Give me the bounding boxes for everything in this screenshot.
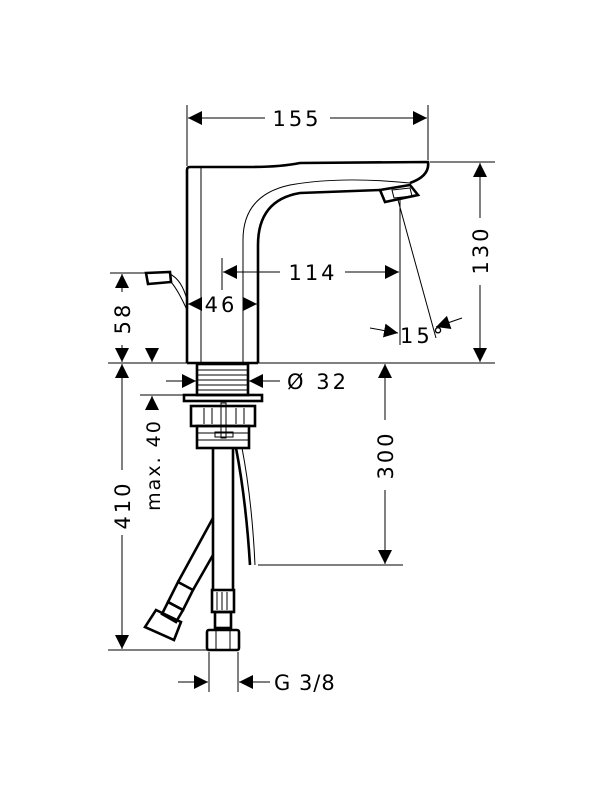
svg-text:58: 58 — [111, 302, 135, 335]
dimension-130: 130 — [430, 161, 495, 362]
sensor-cable — [234, 447, 256, 566]
dimension-58: 58 — [110, 272, 150, 362]
svg-text:46: 46 — [205, 293, 238, 317]
svg-text:114: 114 — [288, 261, 337, 285]
dimension-155: 155 — [186, 105, 429, 166]
faucet-body — [144, 160, 430, 365]
aerator — [378, 183, 421, 204]
svg-text:max. 40: max. 40 — [143, 419, 165, 511]
dimension-max-40: max. 40 — [140, 348, 183, 511]
supply-hose-straight — [205, 448, 241, 652]
dimension-46: 46 — [188, 293, 257, 317]
svg-text:15°: 15° — [400, 324, 446, 348]
supply-hose-angled — [143, 517, 215, 642]
svg-text:155: 155 — [272, 107, 321, 131]
mounting-assembly — [182, 362, 264, 450]
svg-text:410: 410 — [111, 480, 135, 529]
dimension-diameter-32: Ø 32 — [166, 370, 349, 394]
dimension-114: 114 — [221, 200, 401, 345]
dimension-15-degrees: 15° — [369, 199, 463, 348]
dimension-g-3-8: G 3/8 — [178, 652, 336, 695]
dimension-300: 300 — [258, 364, 403, 566]
sensor-lever — [144, 270, 188, 311]
svg-text:G 3/8: G 3/8 — [274, 671, 336, 695]
svg-text:300: 300 — [374, 430, 398, 479]
svg-text:Ø 32: Ø 32 — [287, 370, 349, 394]
dimension-410: 410 — [108, 364, 207, 651]
svg-text:130: 130 — [469, 225, 493, 274]
